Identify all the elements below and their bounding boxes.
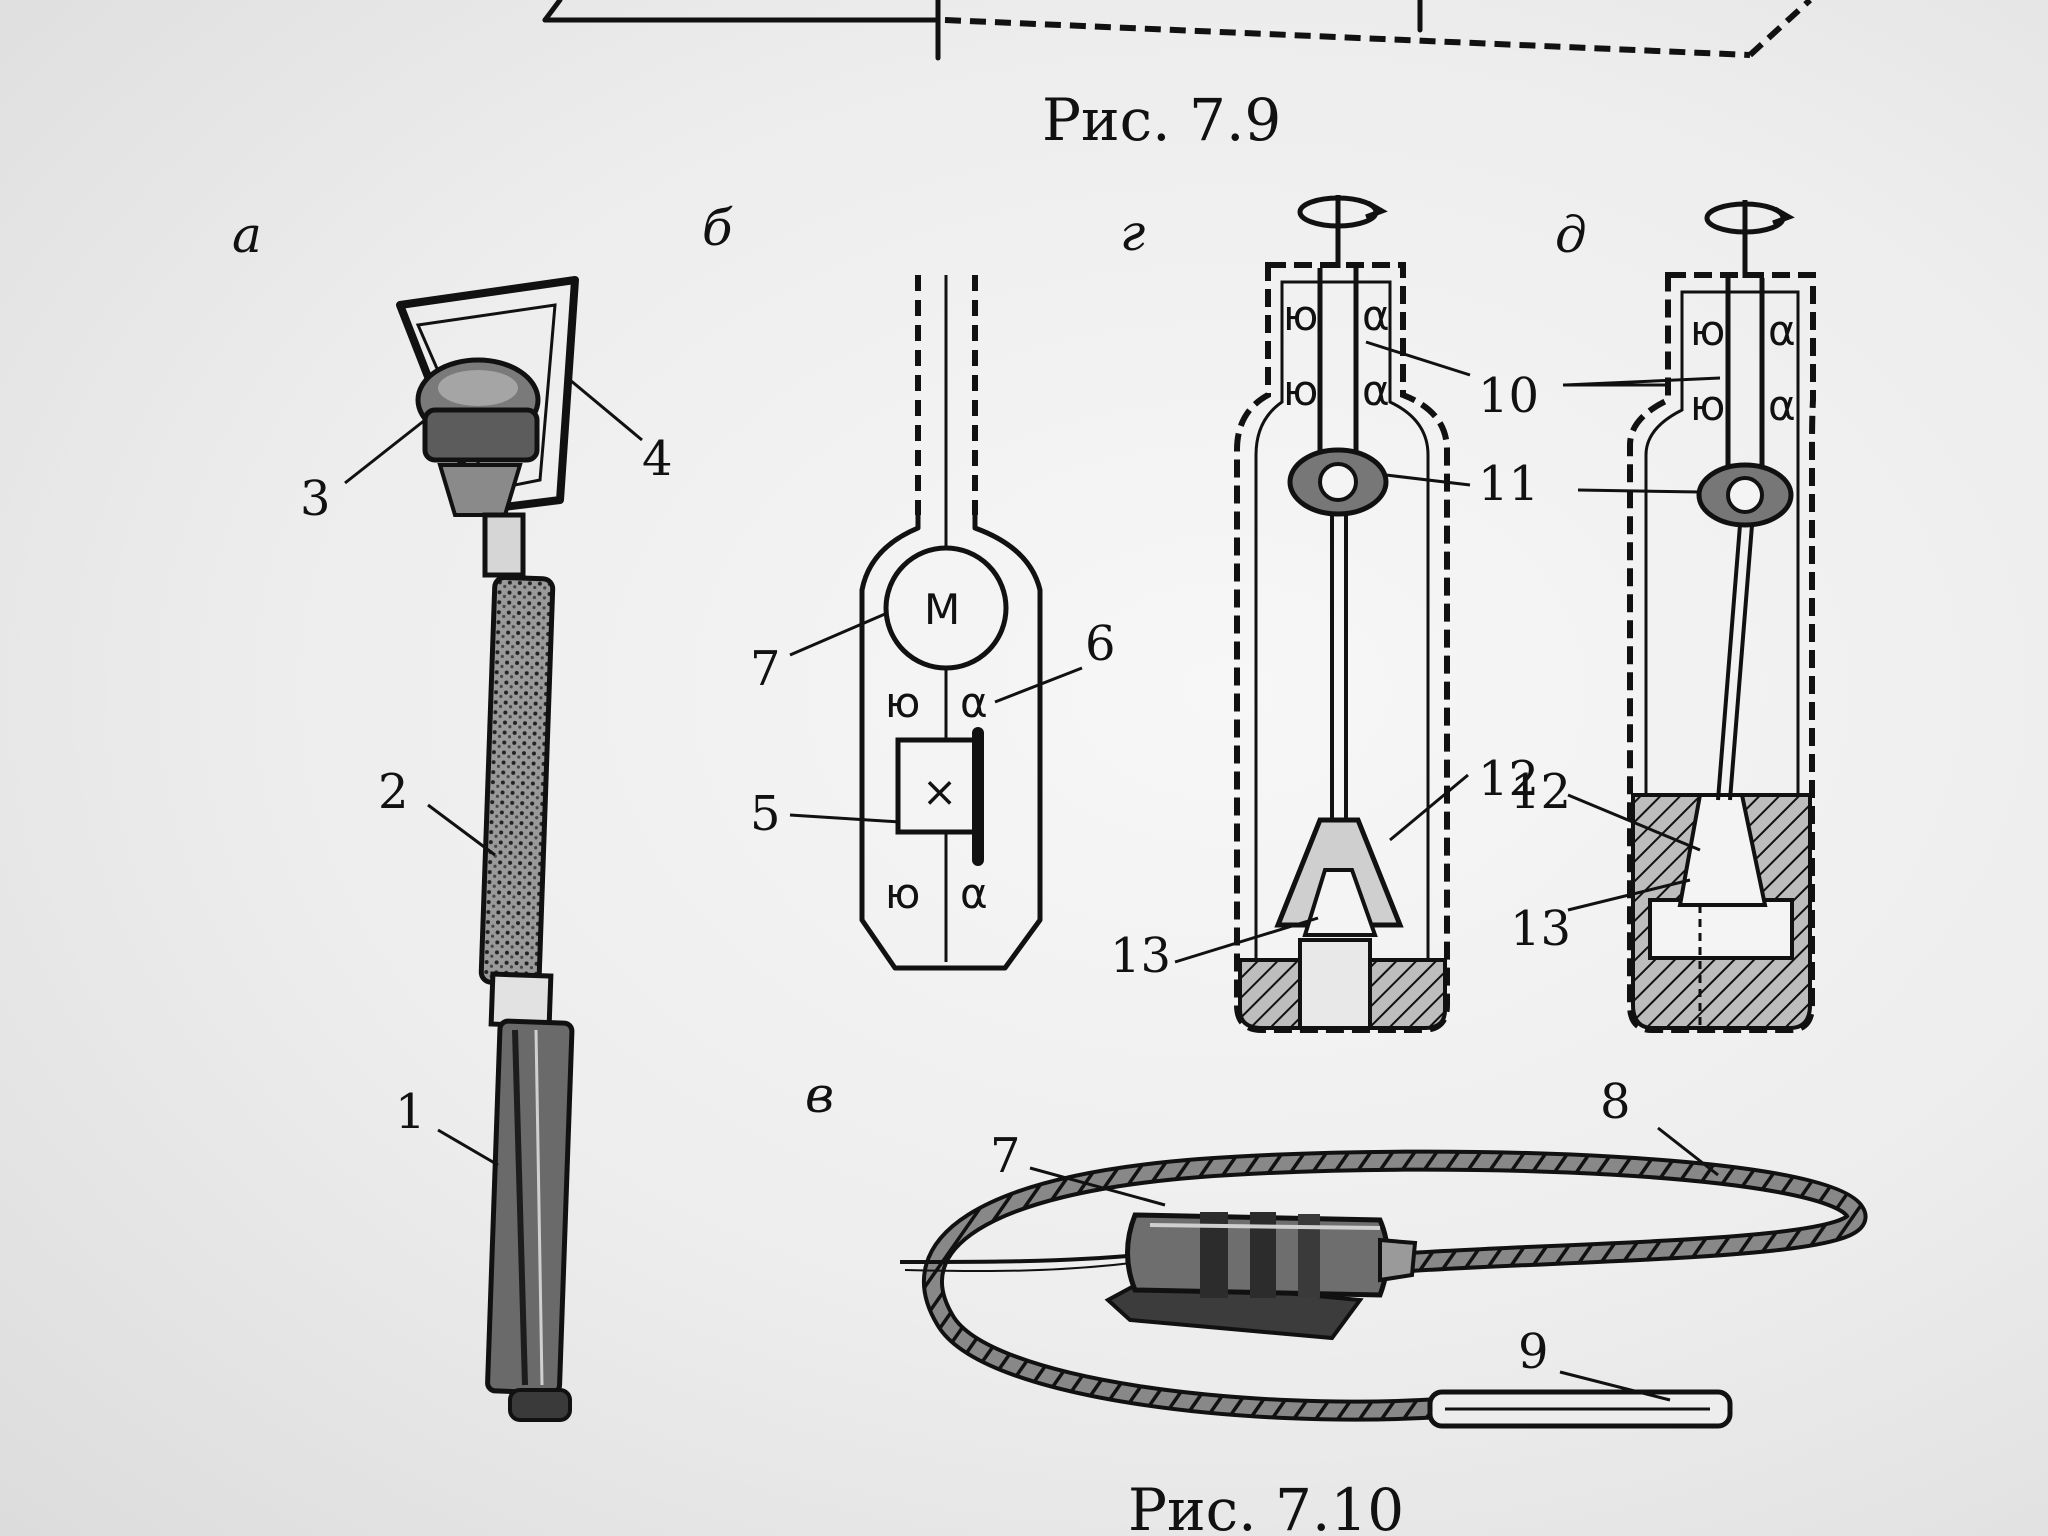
bearing-g1-right: α — [1362, 291, 1390, 340]
callout-13-d: 13 — [1510, 901, 1571, 957]
callout-5: 5 — [750, 786, 781, 842]
bearing-d2-left: ю — [1690, 381, 1725, 430]
vibrator-handle-drawing — [396, 276, 579, 1422]
panel-label-d: д — [1555, 206, 1587, 264]
panel-label-a: а — [232, 206, 262, 264]
callout-7: 7 — [750, 641, 781, 697]
vibrator-schematic: M ю α × ю α — [859, 275, 1043, 971]
bearing-d1-right: α — [1768, 306, 1796, 355]
callout-3: 3 — [300, 471, 331, 527]
bearing-mark-right-top: α — [960, 678, 988, 727]
callout-6: 6 — [1085, 616, 1116, 672]
internal-vibrator-d: ю α ю α — [1563, 200, 1816, 1033]
fig-7-10-caption: Рис. 7.10 — [1128, 1476, 1404, 1536]
eccentric-mark: × — [922, 767, 957, 816]
internal-vibrator-g: ю α ю α — [1234, 195, 1450, 1033]
callout-13-g: 13 — [1110, 928, 1171, 984]
bearing-mark-right-bottom: α — [960, 869, 988, 918]
panel-label-v: в — [805, 1066, 834, 1124]
callout-1: 1 — [395, 1084, 426, 1140]
panel-label-b: б — [702, 199, 733, 257]
motor-symbol: M — [924, 585, 960, 634]
panel-label-g: г — [1120, 204, 1145, 262]
callout-9: 9 — [1518, 1324, 1549, 1380]
bearing-g1-left: ю — [1283, 291, 1318, 340]
bearing-mark-left-top: ю — [885, 678, 920, 727]
callout-2: 2 — [378, 764, 409, 820]
callout-7-v: 7 — [990, 1128, 1021, 1184]
bearing-mark-left-bottom: ю — [885, 869, 920, 918]
callout-12-d: 12 — [1510, 764, 1571, 820]
callout-11: 11 — [1478, 456, 1539, 512]
bearing-d1-left: ю — [1690, 306, 1725, 355]
bearing-d2-right: α — [1768, 381, 1796, 430]
callout-8: 8 — [1600, 1074, 1631, 1130]
callout-10: 10 — [1478, 368, 1539, 424]
flexible-shaft-vibrator — [899, 1149, 1868, 1429]
fig-7-9-fragment — [542, 0, 1813, 61]
bearing-g2-left: ю — [1283, 366, 1318, 415]
callout-12-g: 12 — [1478, 751, 1539, 807]
fig-7-9-caption: Рис. 7.9 — [1042, 86, 1281, 154]
bearing-g2-right: α — [1362, 366, 1390, 415]
callout-4: 4 — [642, 431, 673, 487]
